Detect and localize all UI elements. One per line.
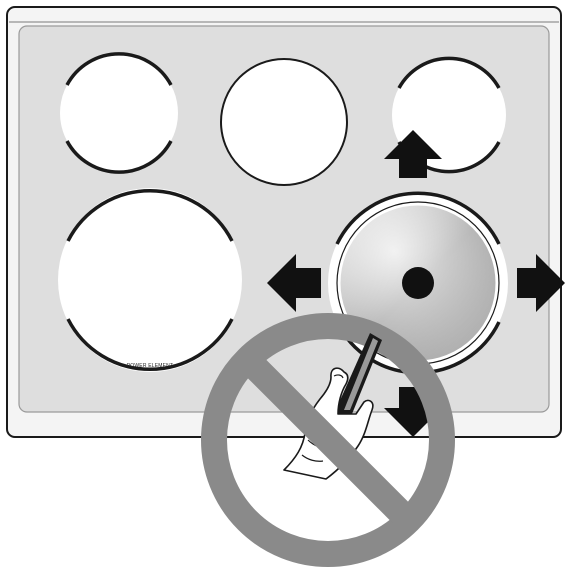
arrow-down-icon [384,387,442,437]
power-element-label: POWER ELEMENT [127,363,174,369]
element-top-left [60,52,178,174]
arrow-right-icon [517,254,565,312]
element-bottom-left: POWER ELEMENT [58,188,242,372]
element-top-center [220,58,348,186]
pan [336,201,500,365]
arrow-left-icon [267,254,321,312]
prohibition-sign-icon [201,313,455,567]
arrow-up-icon [384,130,442,178]
prohibition-slash [239,351,417,529]
pan-center-dot [402,267,434,299]
